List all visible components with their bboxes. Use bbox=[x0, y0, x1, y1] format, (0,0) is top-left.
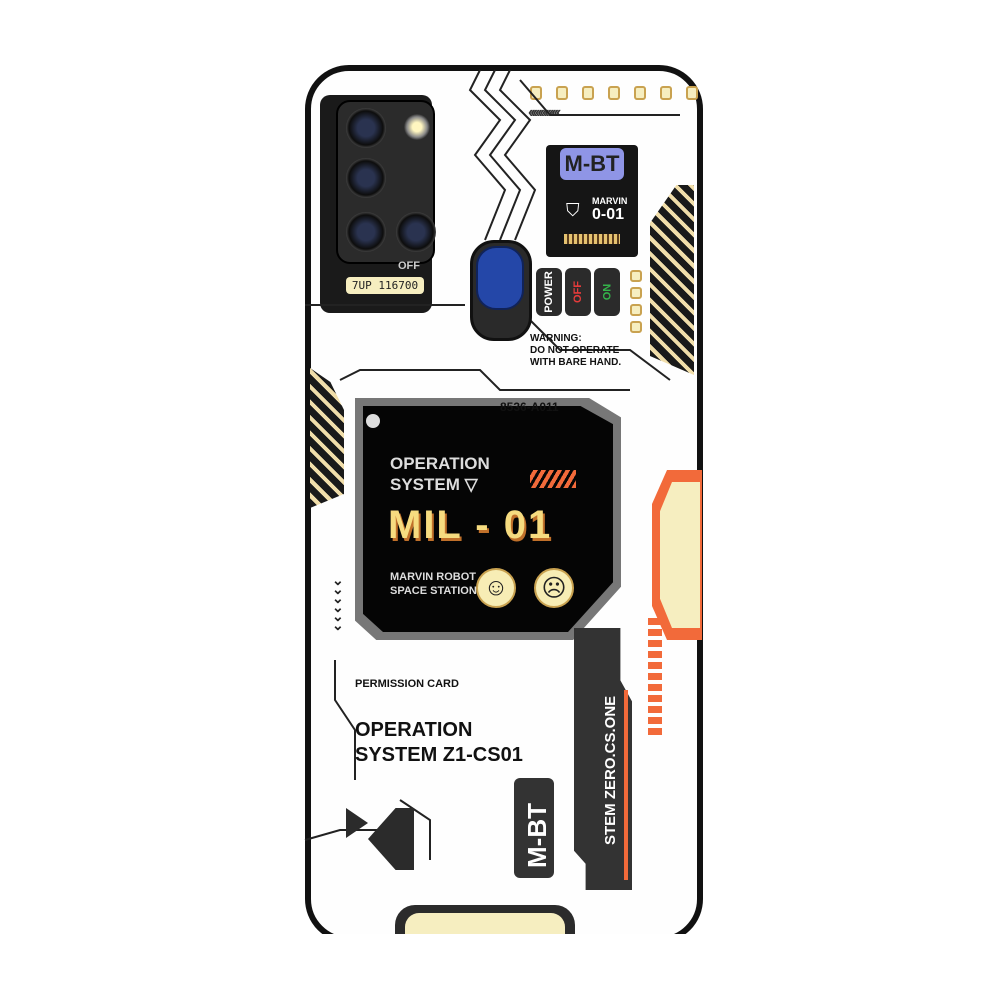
m-bt-vertical: M-BT bbox=[522, 803, 552, 868]
camera-lens-icon bbox=[346, 158, 386, 198]
model-title: MIL - 01 bbox=[388, 503, 553, 547]
on-switch[interactable]: ON bbox=[594, 268, 620, 316]
orange-bar bbox=[624, 690, 628, 880]
power-label: POWER bbox=[536, 268, 562, 316]
radiation-icon bbox=[366, 414, 380, 428]
flash-icon bbox=[404, 114, 430, 140]
off-switch[interactable]: OFF bbox=[565, 268, 591, 316]
chevron-row-icon: ‹‹‹‹‹‹‹‹‹‹‹‹‹ bbox=[528, 104, 561, 121]
lcd-readout: 7UP 116700 bbox=[346, 277, 424, 294]
camera-lens-icon bbox=[346, 212, 386, 252]
chevron-down-icon: ⌄⌄⌄⌄⌄⌄ bbox=[332, 572, 344, 633]
screen-code: 8536-A011 bbox=[500, 400, 559, 414]
happy-face-icon: ☺ bbox=[476, 568, 516, 608]
orange-stripes bbox=[530, 470, 576, 488]
m-bt-tag bbox=[514, 778, 554, 878]
permission-card-label: PERMISSION CARD bbox=[355, 678, 459, 690]
badge-barcode bbox=[564, 234, 620, 244]
orange-ticks bbox=[648, 618, 662, 738]
lightning-shield-icon: ⛉ bbox=[566, 200, 580, 220]
cream-panel bbox=[660, 482, 700, 628]
background bbox=[0, 934, 1000, 1000]
badge-name: MARVIN bbox=[592, 196, 628, 206]
sad-face-icon: ☹ bbox=[534, 568, 574, 608]
badge-code: 0-01 bbox=[592, 206, 625, 223]
camera-label: OFF bbox=[398, 260, 420, 272]
badge-title: M-BT bbox=[560, 148, 624, 180]
hazard-stripes bbox=[650, 185, 694, 375]
camera-lens-icon bbox=[346, 108, 386, 148]
blue-button-cap bbox=[476, 246, 524, 310]
side-dots bbox=[630, 270, 642, 333]
dot-row bbox=[530, 86, 698, 100]
vertical-text: STEM ZERO.CS.ONE bbox=[602, 695, 619, 845]
camera-lens-icon bbox=[396, 212, 436, 252]
